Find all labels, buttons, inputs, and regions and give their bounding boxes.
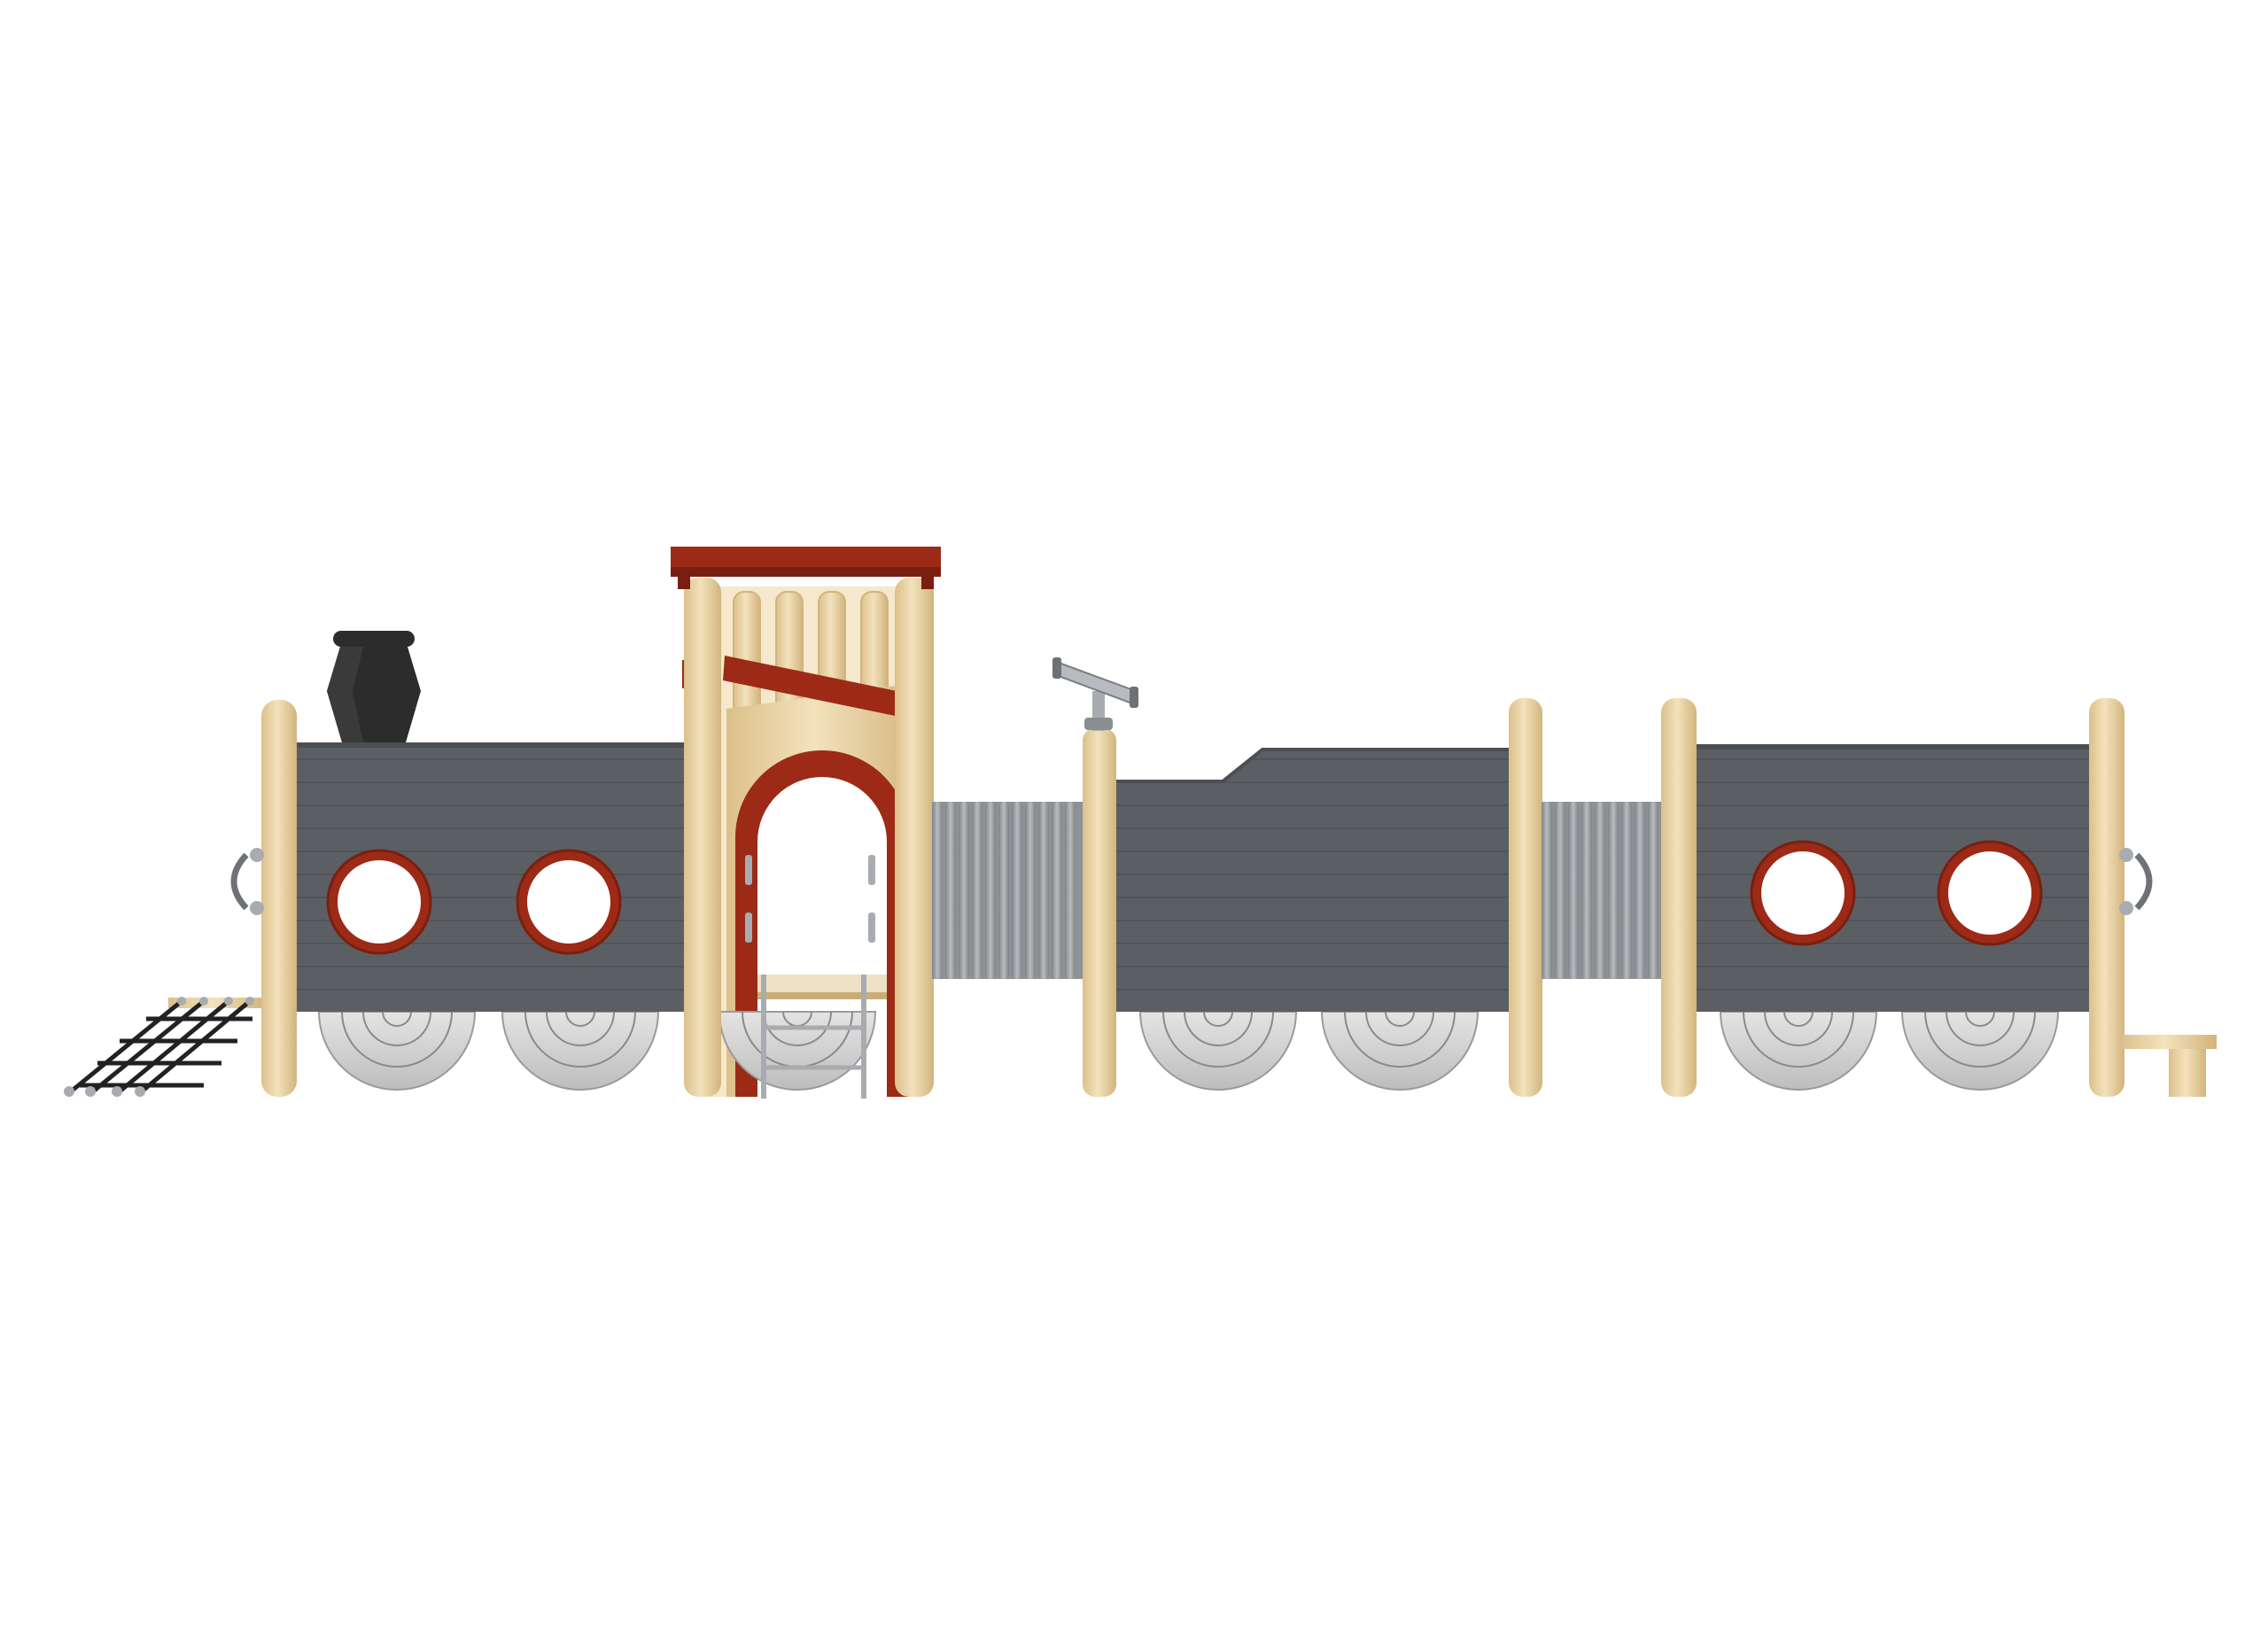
tower-post (895, 578, 934, 1097)
porthole-window (1937, 840, 2043, 946)
porthole-window (1750, 840, 1856, 946)
wheel (1901, 1011, 2059, 1091)
porthole-window (516, 849, 622, 955)
telescope-post (1083, 728, 1116, 1097)
tunnel-1 (932, 802, 1087, 979)
chimney-icon (327, 631, 421, 742)
tunnel-rib (945, 802, 956, 979)
tunnel-rib (985, 802, 996, 979)
tunnel-rib (1621, 802, 1632, 979)
tunnel-rib (1025, 802, 1036, 979)
tunnel-rib (959, 802, 969, 979)
tunnel-rib (1635, 802, 1645, 979)
tunnel-rib (1581, 802, 1592, 979)
tunnel-rib (1012, 802, 1022, 979)
bench (2121, 1035, 2217, 1097)
wheel (501, 1011, 659, 1091)
tunnel-rib (972, 802, 983, 979)
climbing-net-icon (64, 997, 266, 1097)
telescope-icon (1052, 657, 1138, 731)
tunnel-rib (1648, 802, 1658, 979)
red-beam (723, 656, 905, 718)
tunnel-rib (1052, 802, 1062, 979)
rear-car (1661, 698, 2217, 1097)
middle-car-body (1116, 750, 1511, 1012)
tunnel-rib (932, 802, 943, 979)
tunnel-rib (1065, 802, 1076, 979)
wheel (1720, 1011, 1877, 1091)
middle-car (1052, 657, 1542, 1097)
tunnel-rib (998, 802, 1009, 979)
rear-handle-icon (2134, 852, 2153, 911)
cabin-tower (671, 547, 941, 1099)
tunnel-rib (1595, 802, 1605, 979)
tunnel-2 (1542, 802, 1664, 979)
tunnel-rib (1608, 802, 1619, 979)
wheel (318, 1011, 476, 1091)
tunnel-rib (1555, 802, 1565, 979)
locomotive (64, 631, 691, 1097)
rear-post (2089, 698, 2124, 1097)
tunnel-rib (1568, 802, 1579, 979)
wheel (1321, 1011, 1479, 1091)
front-handle-icon (230, 852, 249, 911)
tunnel-rib (1038, 802, 1049, 979)
rear-car-post (1661, 698, 1697, 1097)
tunnel-rib (1542, 802, 1552, 979)
middle-car-post (1509, 698, 1542, 1097)
tower-post (684, 578, 721, 1097)
front-post (261, 700, 297, 1097)
wheel (1139, 1011, 1297, 1091)
porthole-window (326, 849, 432, 955)
ladder-icon (718, 975, 887, 1099)
